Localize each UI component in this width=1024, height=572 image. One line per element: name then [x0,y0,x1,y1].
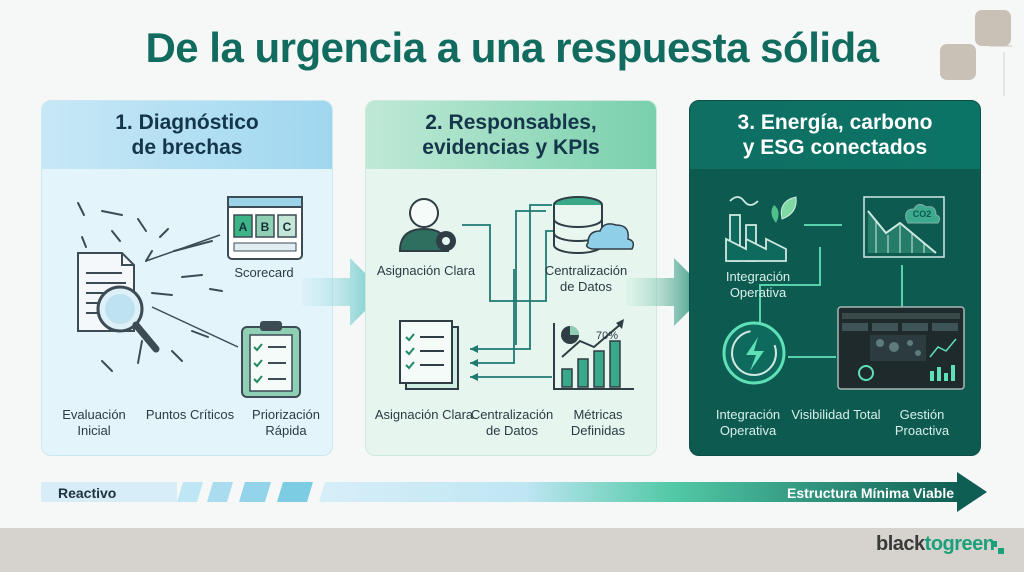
label-gestion: Gestión Proactiva [894,407,950,439]
label-scorecard: Scorecard [234,265,294,280]
scorecard-letter: B [261,220,270,234]
panel-heading: 3. Energía, carbono y ESG conectados [690,101,980,169]
label-integracion-top: Integración Operativa [725,269,791,301]
scorecard-letter: C [283,220,292,234]
label-puntos: Puntos Críticos [145,407,235,422]
metric-percent: 70% [596,330,618,342]
responsables-illustration: 70% [398,196,635,390]
maturity-progress-bar [41,472,987,512]
flow-arrow [302,258,384,326]
label-metricas: Métricas Definidas [570,407,626,439]
footer-band [0,528,1024,572]
panel-heading: 1. Diagnóstico de brechas [42,101,332,169]
panel-responsables: 2. Responsables, evidencias y KPIs [365,100,657,456]
label-evaluacion: Evaluación Inicial [62,407,126,439]
label-integracion-bottom: Integración Operativa [715,407,781,439]
page-title: De la urgencia a una respuesta sólida [145,24,879,71]
label-asignacion-bottom: Asignación Clara [374,407,474,422]
diagnostico-illustration: A B C [77,196,303,398]
flow-arrow [626,258,708,326]
energia-illustration: CO2 [722,196,965,390]
panel-energia: 3. Energía, carbono y ESG conectados CO2 [689,100,981,456]
label-centralizacion-bottom: Centralización de Datos [470,407,554,439]
scorecard-letter: A [239,220,248,234]
label-centralizacion-top: Centralización de Datos [544,263,628,295]
decorative-square [975,10,1011,46]
brand-logo: blacktogreen [876,533,995,555]
decorative-square [940,44,976,80]
co2-label: CO2 [913,209,932,219]
label-visibilidad: Visibilidad Total [791,407,881,422]
label-priorizacion: Priorización Rápida [252,407,320,439]
progress-start-label: Reactivo [58,485,117,501]
panel-diagnostico: 1. Diagnóstico de brechas [41,100,333,456]
label-asignacion-top: Asignación Clara [376,263,476,278]
panel-heading: 2. Responsables, evidencias y KPIs [366,101,656,169]
progress-end-label: Estructura Mínima Viable [786,485,954,501]
